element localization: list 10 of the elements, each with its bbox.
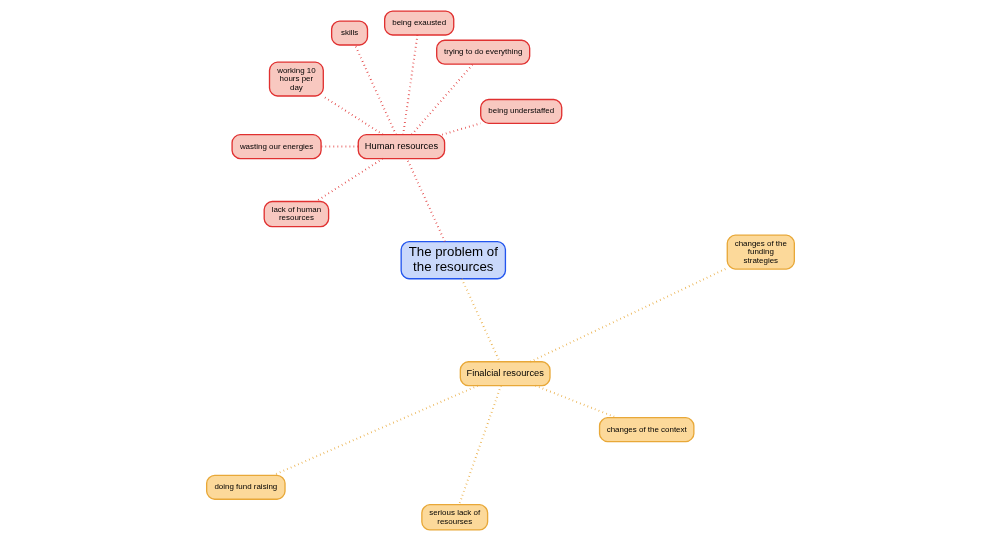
connector <box>529 267 729 363</box>
connector <box>354 44 397 136</box>
connector <box>441 122 482 136</box>
node-box: Finalcial resources <box>459 361 551 387</box>
connector <box>402 34 419 136</box>
connector <box>315 157 384 203</box>
connector <box>458 384 502 506</box>
node-box: Human resources <box>357 133 446 160</box>
connector <box>410 63 474 136</box>
node-box: The problem of the resources <box>400 240 507 280</box>
